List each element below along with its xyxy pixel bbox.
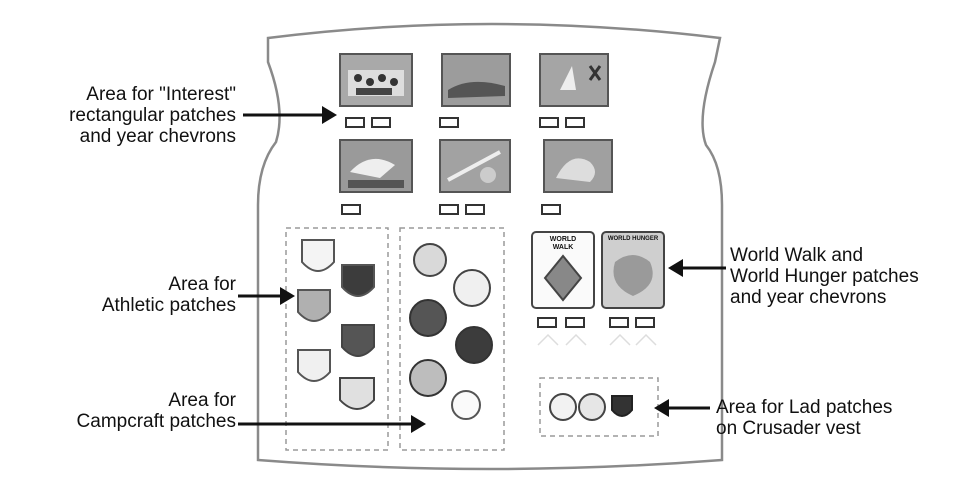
campcraft-patch bbox=[410, 360, 446, 396]
campcraft-patch bbox=[452, 391, 480, 419]
year-chevron bbox=[440, 205, 484, 214]
interest-patch bbox=[440, 140, 510, 192]
year-chevron bbox=[346, 118, 390, 127]
interest-patch bbox=[340, 54, 412, 106]
world-walk-patch-text: WORLD WALK bbox=[540, 236, 586, 252]
label-athletic: Area for Athletic patches bbox=[40, 274, 236, 316]
athletic-shield bbox=[342, 325, 374, 356]
year-chevron bbox=[542, 205, 560, 214]
athletic-shield bbox=[302, 240, 334, 271]
interest-patch bbox=[544, 140, 612, 192]
interest-patch bbox=[340, 140, 412, 192]
interest-patch bbox=[540, 54, 608, 106]
lad-patch bbox=[550, 394, 576, 420]
interest-patch bbox=[442, 54, 510, 106]
year-chevron bbox=[342, 205, 360, 214]
arrow-interest bbox=[243, 106, 337, 124]
year-chevron bbox=[610, 318, 654, 327]
athletic-shield bbox=[298, 350, 330, 381]
campcraft-patch bbox=[454, 270, 490, 306]
athletic-shield bbox=[298, 290, 330, 321]
label-campcraft: Area for Campcraft patches bbox=[20, 390, 236, 432]
year-chevron bbox=[540, 118, 584, 127]
campcraft-patch bbox=[414, 244, 446, 276]
arrow-campcraft bbox=[238, 415, 426, 433]
arrow-lad bbox=[654, 399, 710, 417]
year-chevron bbox=[538, 318, 584, 327]
athletic-shield bbox=[342, 265, 374, 296]
label-interest: Area for "Interest" rectangular patches … bbox=[20, 84, 236, 147]
lad-patch bbox=[579, 394, 605, 420]
campcraft-patch bbox=[456, 327, 492, 363]
arrow-world bbox=[668, 259, 726, 277]
label-world: World Walk and World Hunger patches and … bbox=[730, 245, 958, 308]
lad-patch bbox=[612, 396, 632, 416]
athletic-shield bbox=[340, 378, 374, 409]
world-hunger-patch-text: WORLD HUNGER bbox=[604, 236, 662, 243]
campcraft-patch bbox=[410, 300, 446, 336]
year-chevron bbox=[440, 118, 458, 127]
label-lad: Area for Lad patches on Crusader vest bbox=[716, 397, 956, 439]
